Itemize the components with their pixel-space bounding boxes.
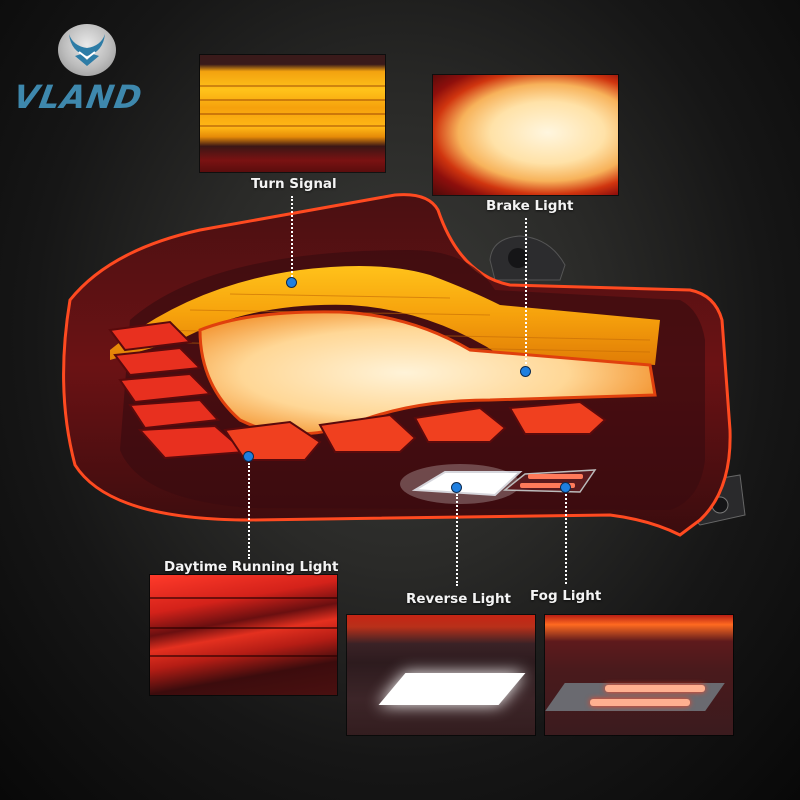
- reverse-light-label: Reverse Light: [406, 591, 512, 607]
- daytime-running-light-closeup-image: [150, 575, 337, 695]
- turn-signal-marker-dot: [286, 277, 297, 288]
- drl-label: Daytime Running Light: [164, 559, 339, 575]
- fog-light-label: Fog Light: [530, 588, 602, 604]
- brand-name: VLAND: [10, 78, 146, 116]
- brake-light-closeup-image: [433, 75, 618, 195]
- fog-light-closeup-image: [545, 615, 733, 735]
- drl-leader-line: [248, 463, 250, 559]
- reverse-light-leader-line: [456, 494, 458, 586]
- drl-marker-dot: [243, 451, 254, 462]
- brake-light-leader-line: [525, 218, 527, 368]
- fog-light-marker-dot: [560, 482, 571, 493]
- brake-light-label: Brake Light: [486, 198, 574, 214]
- tail-light-assembly: [62, 193, 746, 537]
- reverse-light-marker-dot: [451, 482, 462, 493]
- fog-light-leader-line: [565, 494, 567, 584]
- brake-light-marker-dot: [520, 366, 531, 377]
- vland-wing-emblem-icon: [58, 24, 116, 76]
- turn-signal-leader-line: [291, 196, 293, 280]
- brand-logo: VLAND: [8, 10, 158, 116]
- reverse-light-closeup-image: [347, 615, 535, 735]
- turn-signal-closeup-image: [200, 55, 385, 172]
- turn-signal-label: Turn Signal: [251, 176, 337, 192]
